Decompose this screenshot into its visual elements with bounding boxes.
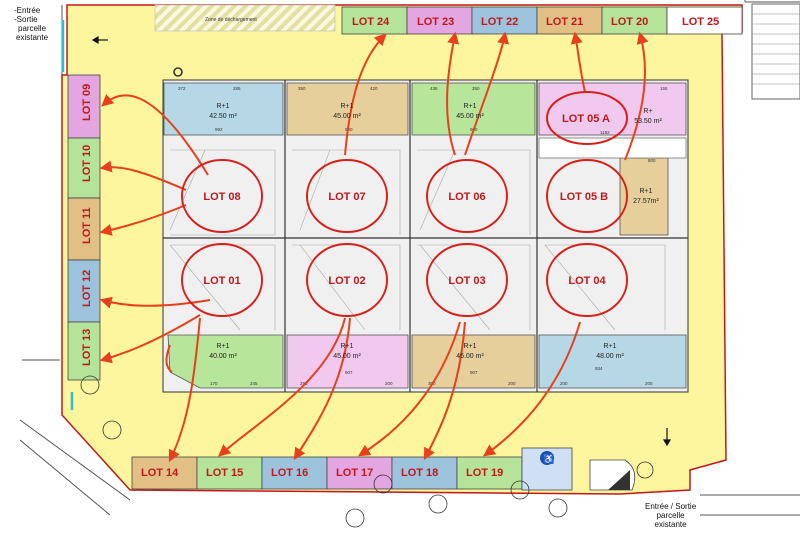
unit-level: R+1 [216, 343, 229, 350]
neighbour-building [751, 3, 800, 100]
lot-label: LOT 02 [328, 275, 365, 287]
unit-level: R+1 [603, 343, 616, 350]
svg-text:900: 900 [345, 127, 353, 132]
svg-text:170: 170 [210, 381, 218, 386]
unit-area: 45.00 m² [456, 353, 484, 360]
svg-text:1192: 1192 [600, 130, 610, 135]
unit-area: 42.50 m² [209, 113, 237, 120]
lot-label: LOT 03 [448, 275, 485, 287]
unit-level: R+1 [340, 103, 353, 110]
lot-label: LOT 04 [568, 275, 606, 287]
unit-level: R+1 [463, 343, 476, 350]
wheelchair-icon: ♿ [543, 453, 554, 464]
lot-label: LOT 18 [401, 467, 438, 479]
unit-labels: R+1 42.50 m² R+1 45.00 m² R+1 45.00 m² R… [209, 103, 662, 360]
lot-label: LOT 14 [141, 467, 179, 479]
lot-label: LOT 17 [336, 467, 373, 479]
lower-units [167, 334, 687, 389]
svg-text:350: 350 [472, 86, 480, 91]
lot-label: LOT 06 [448, 191, 485, 203]
left-lots [67, 74, 101, 381]
unit-area: 27.57m² [633, 198, 659, 205]
gate-structure [589, 459, 636, 491]
lot-label: LOT 05 B [560, 191, 608, 203]
unit-area: 53.50 m² [634, 118, 662, 125]
left-lot-labels: LOT 09 LOT 10 LOT 11 LOT 12 LOT 13 [81, 84, 93, 366]
note-line: parcelle [18, 24, 47, 33]
unit-level: R+1 [216, 103, 229, 110]
svg-text:436: 436 [430, 86, 438, 91]
lot-label: LOT 22 [481, 16, 518, 28]
svg-text:934: 934 [595, 366, 603, 371]
unit-area: 45.00 m² [333, 353, 361, 360]
svg-text:350: 350 [298, 86, 306, 91]
lot-label: LOT 01 [203, 275, 240, 287]
svg-text:992: 992 [215, 127, 223, 132]
svg-text:245: 245 [250, 381, 258, 386]
note-line: Entrée / Sortie [645, 502, 697, 511]
lot-label: LOT 10 [81, 145, 93, 182]
lot01-bracket [165, 344, 173, 373]
top-lot-labels: LOT 24 LOT 23 LOT 22 LOT 21 LOT 20 LOT 2… [352, 16, 719, 28]
note-line: -Entrée [14, 6, 41, 15]
lot-label: LOT 16 [271, 467, 308, 479]
entrance-note-top-left: -Entrée -Sortie parcelle existante [14, 6, 48, 42]
upper-units [163, 82, 687, 236]
svg-text:800: 800 [648, 158, 656, 163]
accessible-parking: ♿ [521, 447, 573, 491]
svg-text:372: 372 [178, 86, 186, 91]
bottom-lots [131, 456, 523, 490]
lot-label: LOT 24 [352, 16, 390, 28]
note-line: -Sortie [14, 15, 38, 24]
lot-label: LOT 20 [611, 16, 648, 28]
circle-lot-labels: LOT 08 LOT 07 LOT 06 LOT 05 B LOT 05 A L… [203, 113, 610, 287]
unit-level: R+1 [463, 103, 476, 110]
lot-label: LOT 09 [81, 84, 93, 121]
lot-label: LOT 21 [546, 16, 583, 28]
entrance-arrows [91, 35, 672, 447]
lot-label: LOT 25 [682, 16, 719, 28]
unit-area: 45.00 m² [333, 113, 361, 120]
lot-circles [181, 91, 628, 317]
lot-label: LOT 13 [81, 329, 93, 366]
svg-text:200: 200 [385, 381, 393, 386]
unit-area: 40.00 m² [209, 353, 237, 360]
lot-label: LOT 11 [81, 207, 93, 244]
trees [80, 375, 654, 528]
unloading-zone-label: Zone de déchargement [205, 17, 257, 23]
surrounding-lines [19, 0, 800, 516]
unit-area: 45.00 m² [456, 113, 484, 120]
lot-label: LOT 07 [328, 191, 365, 203]
svg-text:907: 907 [345, 370, 353, 375]
svg-text:200: 200 [645, 381, 653, 386]
unit-level: R+1 [639, 188, 652, 195]
lot-label: LOT 15 [206, 467, 243, 479]
lot-label: LOT 19 [466, 467, 503, 479]
note-line: existante [654, 520, 687, 529]
lot-label: LOT 23 [417, 16, 454, 28]
svg-text:290: 290 [300, 381, 308, 386]
lot-arrows [99, 31, 649, 463]
svg-text:420: 420 [370, 86, 378, 91]
top-lots [341, 6, 743, 35]
unit-level: R+ [643, 108, 652, 115]
entrance-note-bottom-right: Entrée / Sortie parcelle existante [645, 502, 696, 529]
note-line: existante [16, 33, 49, 42]
svg-text:907: 907 [470, 370, 478, 375]
lot-label: LOT 05 A [562, 113, 610, 125]
bottom-lot-labels: LOT 14 LOT 15 LOT 16 LOT 17 LOT 18 LOT 1… [141, 467, 503, 479]
svg-text:200: 200 [508, 381, 516, 386]
svg-text:285: 285 [233, 86, 241, 91]
lot-label: LOT 12 [81, 270, 93, 307]
lot-label: LOT 08 [203, 191, 240, 203]
unit-level: R+1 [340, 343, 353, 350]
note-line: parcelle [656, 511, 685, 520]
unloading-zone [154, 4, 336, 32]
unit-area: 48.00 m² [596, 353, 624, 360]
svg-text:200: 200 [560, 381, 568, 386]
svg-text:155: 155 [660, 86, 668, 91]
